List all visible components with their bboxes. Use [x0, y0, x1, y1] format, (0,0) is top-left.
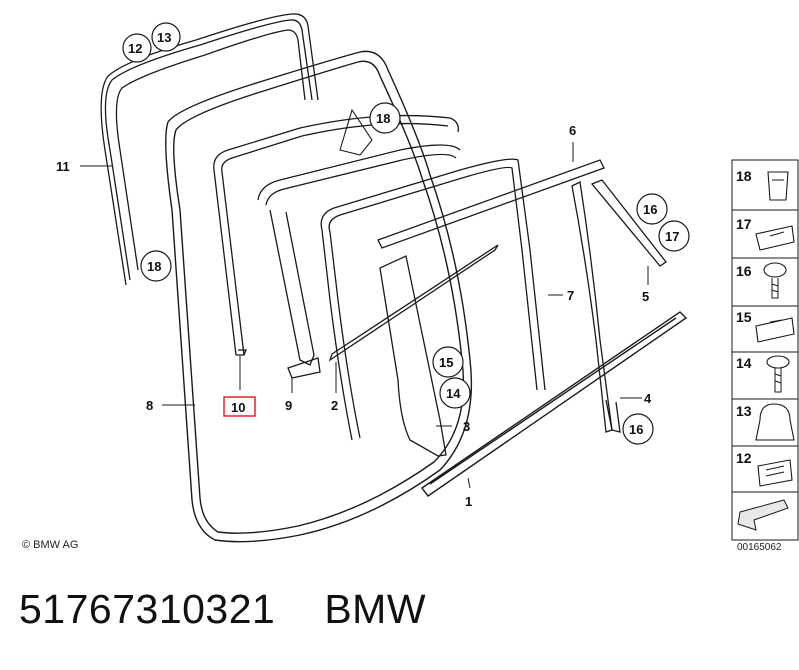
callout-18-circled-top: 18	[369, 102, 401, 134]
svg-text:7: 7	[567, 288, 574, 303]
svg-text:14: 14	[446, 386, 461, 401]
svg-text:6: 6	[569, 123, 576, 138]
drawing-number: 00165062	[737, 542, 782, 553]
glass-run-2	[320, 158, 546, 441]
callout-7: 7	[567, 288, 574, 303]
brand-name: BMW	[324, 586, 427, 632]
svg-text:3: 3	[463, 419, 470, 434]
arrow-icon	[737, 499, 789, 531]
svg-text:4: 4	[644, 391, 652, 406]
callout-16-circled-lower: 16	[622, 413, 654, 445]
svg-text:5: 5	[642, 289, 649, 304]
door-seal-8	[165, 50, 473, 543]
part-number: 51767310321	[19, 586, 276, 632]
callout-16-circled-upper: 16	[636, 193, 668, 225]
seal-strip-6	[377, 159, 605, 249]
svg-text:17: 17	[736, 216, 752, 232]
legend-item-14: 14	[736, 355, 790, 393]
svg-text:14: 14	[736, 355, 752, 371]
svg-text:16: 16	[629, 422, 643, 437]
svg-text:18: 18	[147, 259, 161, 274]
window-strip-1	[421, 311, 688, 497]
pillar-trim-3	[379, 255, 447, 457]
copyright-notice: © BMW AG	[22, 539, 79, 551]
callout-11: 11	[56, 159, 70, 174]
callout-4: 4	[644, 391, 652, 406]
svg-text:12: 12	[736, 450, 752, 466]
corner-trim-18	[339, 108, 373, 156]
trim-strip-5	[590, 179, 667, 267]
part-info: 51767310321 BMW	[19, 586, 475, 633]
svg-text:10: 10	[231, 400, 245, 415]
svg-text:18: 18	[736, 168, 752, 184]
parts-diagram: 11 8 10 9 2 3 1 7 6 5 4 12 13 18 18 15 1…	[56, 13, 799, 543]
svg-text:17: 17	[665, 229, 679, 244]
callout-5: 5	[642, 289, 649, 304]
legend-item-13: 13	[736, 403, 795, 441]
vertical-seal-4	[605, 399, 621, 433]
svg-text:12: 12	[128, 41, 142, 56]
callout-14-circled: 14	[439, 377, 471, 409]
callout-8: 8	[146, 398, 153, 413]
callout-2: 2	[331, 398, 338, 413]
callout-6: 6	[569, 123, 576, 138]
window-channel-10	[213, 114, 459, 356]
hardware-legend: 18 17 16 15 14 13 12	[731, 159, 799, 541]
frame-seal-outer	[100, 13, 319, 286]
leader-lines	[80, 142, 649, 489]
svg-text:8: 8	[146, 398, 153, 413]
callout-10-highlighted: 10	[223, 396, 256, 417]
callout-3: 3	[463, 419, 470, 434]
svg-text:13: 13	[157, 30, 171, 45]
callout-12-circled: 12	[122, 33, 152, 63]
legend-item-16: 16	[736, 262, 787, 299]
bracket-9	[257, 144, 461, 379]
svg-text:9: 9	[285, 398, 292, 413]
legend-item-18: 18	[736, 168, 789, 201]
rail-7	[571, 181, 613, 433]
svg-text:15: 15	[736, 309, 752, 325]
svg-text:16: 16	[736, 263, 752, 279]
callout-17-circled: 17	[658, 220, 690, 252]
callout-13-circled: 13	[151, 22, 181, 52]
callout-9: 9	[285, 398, 292, 413]
legend-item-12: 12	[736, 450, 793, 487]
callout-15-circled: 15	[432, 346, 464, 378]
callout-18-circled-left: 18	[140, 250, 172, 282]
svg-text:11: 11	[56, 159, 70, 174]
svg-text:18: 18	[376, 111, 390, 126]
svg-text:16: 16	[643, 202, 657, 217]
legend-item-15: 15	[736, 309, 795, 343]
legend-item-17: 17	[736, 216, 795, 251]
svg-text:15: 15	[439, 355, 453, 370]
callout-1: 1	[465, 494, 472, 509]
svg-text:1: 1	[465, 494, 472, 509]
svg-text:13: 13	[736, 403, 752, 419]
svg-text:2: 2	[331, 398, 338, 413]
